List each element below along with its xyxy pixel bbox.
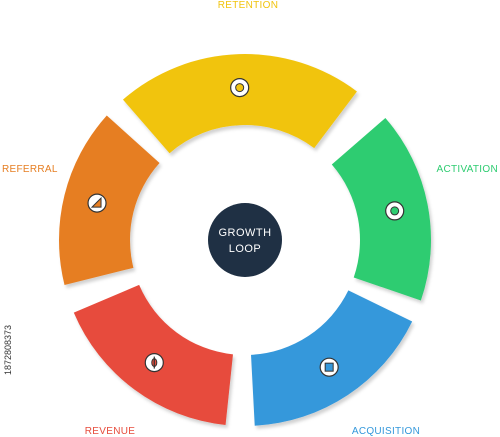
segment-referral bbox=[58, 115, 160, 285]
segment-retention-shape bbox=[122, 53, 357, 154]
triangle-play-icon-inner bbox=[90, 196, 102, 208]
segment-referral-shape bbox=[58, 115, 160, 285]
triangle-play-icon bbox=[87, 193, 107, 213]
target-circle-icon-inner bbox=[235, 83, 245, 93]
target-circle-icon-inner bbox=[390, 206, 400, 216]
segment-revenue bbox=[73, 284, 233, 425]
segment-retention bbox=[122, 53, 357, 154]
hub-line-2: LOOP bbox=[229, 243, 262, 255]
label-retention: RETENTION bbox=[218, 0, 278, 11]
segment-activation-shape bbox=[331, 117, 431, 301]
label-acquisition: ACQUISITION bbox=[352, 426, 420, 437]
phi-circle-icon-inner bbox=[151, 356, 158, 369]
segment-activation bbox=[331, 117, 431, 301]
square-stop-icon-inner bbox=[324, 362, 334, 372]
hub-circle bbox=[208, 203, 282, 277]
segment-acquisition bbox=[251, 290, 413, 426]
hub-line-1: GROWTH bbox=[218, 227, 271, 239]
target-circle-icon bbox=[230, 77, 250, 98]
label-referral: REFERRAL bbox=[2, 164, 58, 175]
target-circle-icon bbox=[385, 201, 405, 221]
growth-loop-hub: GROWTH LOOP bbox=[208, 203, 282, 277]
label-revenue: REVENUE bbox=[85, 426, 135, 437]
square-stop-icon bbox=[319, 357, 339, 377]
segment-ring bbox=[58, 53, 431, 426]
label-activation: ACTIVATION bbox=[436, 164, 498, 175]
side-id-text: 1872808373 bbox=[3, 325, 13, 375]
phi-circle-icon bbox=[144, 352, 164, 373]
